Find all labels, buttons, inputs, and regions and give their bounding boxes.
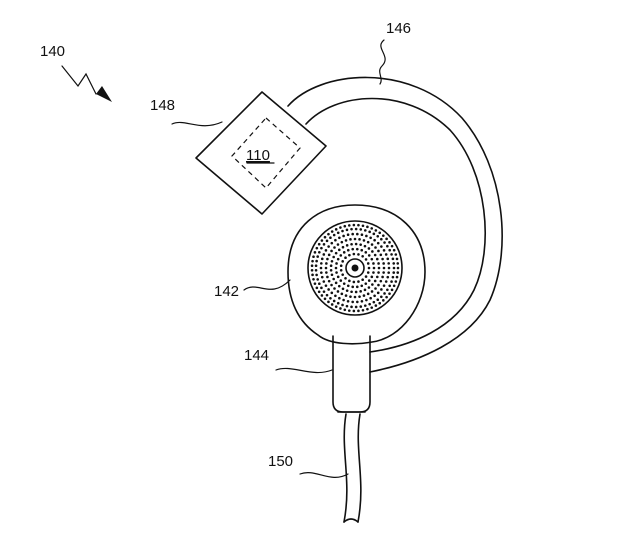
svg-text:144: 144	[244, 347, 269, 364]
svg-text:146: 146	[386, 20, 411, 37]
stem	[332, 335, 371, 413]
label-150: 150	[268, 453, 349, 478]
svg-text:142: 142	[214, 283, 239, 300]
label-140: 140	[40, 43, 112, 102]
label-146: 146	[379, 20, 411, 85]
speaker-grille	[310, 223, 400, 313]
ear-hook	[287, 76, 503, 373]
module-148: 110	[195, 91, 327, 215]
svg-text:148: 148	[150, 97, 175, 114]
label-148: 148	[150, 97, 223, 127]
label-142: 142	[214, 279, 291, 300]
earbud-body	[287, 204, 426, 345]
label-144: 144	[244, 347, 333, 374]
svg-text:140: 140	[40, 43, 65, 60]
cable	[343, 413, 362, 523]
svg-text:150: 150	[268, 453, 293, 470]
chip-label: 110	[246, 147, 270, 164]
